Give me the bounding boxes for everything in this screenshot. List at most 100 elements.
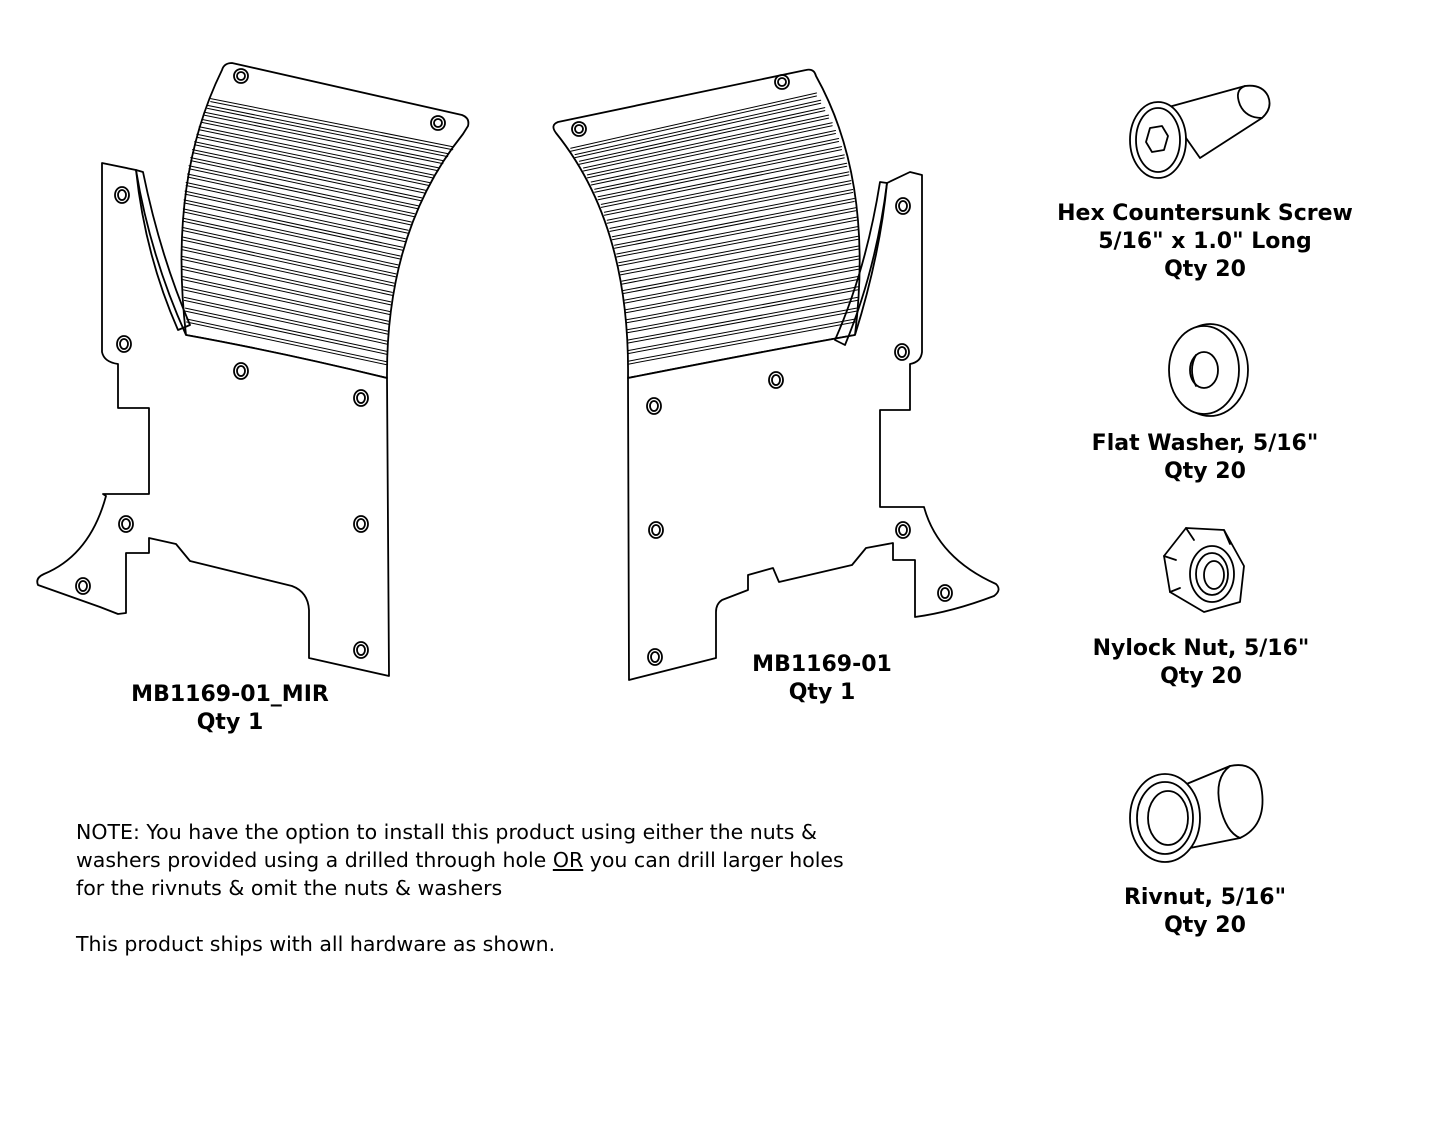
right-plate-body bbox=[628, 172, 999, 680]
guard-rib-line bbox=[188, 177, 412, 225]
guard-rib-line bbox=[610, 184, 851, 232]
right-plate-flange bbox=[835, 182, 887, 345]
guard-rib-line bbox=[587, 126, 832, 178]
guard-rib-line bbox=[623, 249, 858, 294]
guard-rib-line bbox=[622, 236, 858, 281]
guard-rib-line bbox=[604, 166, 846, 215]
guard-rib-line bbox=[601, 158, 844, 208]
guard-rib-line bbox=[601, 155, 844, 205]
guard-rib-line bbox=[182, 259, 391, 305]
guard-rib-line bbox=[211, 102, 453, 150]
guard-rib-line bbox=[185, 311, 386, 354]
guard-rib-line bbox=[612, 193, 852, 240]
rivnut-icon bbox=[1130, 765, 1263, 862]
guard-rib-line bbox=[205, 112, 443, 160]
guard-rib-line bbox=[184, 203, 403, 250]
guard-rib-line bbox=[191, 161, 418, 209]
guard-rib-line bbox=[595, 139, 839, 190]
guard-rib-line bbox=[197, 137, 430, 185]
guard-rib-line bbox=[202, 119, 438, 167]
guard-rib-line bbox=[189, 169, 415, 217]
guard-rib-line bbox=[185, 191, 405, 239]
note-line-3: for the rivnuts & omit the nuts & washer… bbox=[76, 876, 503, 900]
guard-rib-line bbox=[187, 322, 387, 365]
guard-rib-line bbox=[184, 300, 387, 344]
note-line-2-start: washers provided using a drilled through… bbox=[76, 848, 553, 872]
left-plate-ribs bbox=[182, 99, 453, 365]
guard-rib-line bbox=[619, 220, 857, 266]
guard-rib-line bbox=[607, 172, 849, 220]
right-part-label: MB1169-01 Qty 1 bbox=[712, 651, 932, 707]
guard-rib-line bbox=[604, 163, 846, 212]
washer-label: Flat Washer, 5/16" Qty 20 bbox=[1040, 430, 1370, 486]
hex-countersunk-screw-icon bbox=[1130, 86, 1270, 178]
nut-label: Nylock Nut, 5/16" Qty 20 bbox=[1036, 635, 1366, 691]
guard-rib-line bbox=[193, 150, 422, 198]
right-part-qty: Qty 1 bbox=[788, 680, 856, 705]
guard-rib-line bbox=[627, 290, 858, 333]
guard-rib-line bbox=[195, 142, 426, 190]
guard-rib-line bbox=[617, 208, 856, 254]
guard-rib-line bbox=[575, 100, 821, 154]
guard-rib-line bbox=[182, 230, 396, 277]
guard-rib-line bbox=[628, 311, 857, 354]
guard-rib-line bbox=[591, 131, 835, 183]
guard-rib-line bbox=[182, 269, 389, 314]
left-plate-body bbox=[37, 163, 389, 676]
right-part-number: MB1169-01 bbox=[752, 652, 892, 677]
screw-size: 5/16" x 1.0" Long bbox=[1098, 229, 1312, 254]
nylock-nut-icon bbox=[1164, 528, 1244, 612]
guard-rib-line bbox=[183, 209, 400, 256]
note-or-underlined: OR bbox=[552, 848, 584, 872]
guard-rib-line bbox=[628, 322, 855, 364]
installation-note: NOTE: You have the option to install thi… bbox=[76, 818, 876, 958]
guard-rib-line bbox=[571, 96, 817, 151]
guard-rib-line bbox=[183, 277, 389, 322]
guard-rib-line bbox=[188, 174, 412, 222]
guard-rib-line bbox=[627, 287, 858, 330]
guard-rib-line bbox=[598, 150, 841, 200]
right-plate-holes bbox=[572, 75, 952, 665]
guard-rib-line bbox=[584, 115, 829, 168]
guard-rib-line bbox=[627, 279, 859, 322]
guard-rib-line bbox=[182, 266, 389, 311]
guard-rib-line bbox=[612, 190, 852, 237]
guard-rib-line bbox=[627, 276, 859, 319]
guard-rib-line bbox=[208, 105, 448, 153]
guard-rib-line bbox=[184, 200, 403, 247]
flat-washer-icon bbox=[1169, 324, 1248, 416]
note-line-2: washers provided using a drilled through… bbox=[76, 846, 876, 874]
rivnut-label: Rivnut, 5/16" Qty 20 bbox=[1040, 884, 1370, 940]
guard-rib-line bbox=[587, 123, 832, 175]
guard-rib-line bbox=[579, 111, 824, 165]
guard-rib-line bbox=[184, 287, 388, 331]
guard-rib-line bbox=[182, 227, 396, 274]
rivnut-name: Rivnut, 5/16" bbox=[1123, 885, 1287, 910]
note-line-1: NOTE: You have the option to install thi… bbox=[76, 820, 817, 844]
guard-rib-line bbox=[202, 122, 438, 170]
guard-rib-line bbox=[598, 147, 841, 197]
left-plate-guard bbox=[182, 63, 469, 378]
guard-rib-line bbox=[182, 247, 392, 293]
guard-rib-line bbox=[184, 297, 387, 341]
guard-rib-line bbox=[628, 300, 858, 343]
guard-rib-line bbox=[185, 194, 405, 242]
note-line-2-end: you can drill larger holes bbox=[583, 848, 844, 872]
guard-rib-line bbox=[182, 256, 391, 302]
guard-rib-line bbox=[183, 212, 400, 259]
guard-rib-line bbox=[183, 221, 398, 268]
guard-rib-line bbox=[617, 211, 856, 257]
left-plate-holes bbox=[76, 69, 445, 658]
guard-rib-line bbox=[195, 145, 426, 193]
guard-rib-line bbox=[628, 319, 855, 361]
guard-rib-line bbox=[185, 308, 386, 351]
guard-rib-line bbox=[579, 108, 824, 162]
guard-rib-line bbox=[199, 130, 434, 178]
guard-rib-line bbox=[615, 199, 855, 246]
left-part-qty: Qty 1 bbox=[196, 710, 264, 735]
guard-rib-line bbox=[184, 290, 388, 334]
right-plate-ribs bbox=[571, 93, 859, 364]
left-part-label: MB1169-01_MIR Qty 1 bbox=[110, 681, 350, 737]
guard-rib-line bbox=[211, 99, 453, 147]
nut-qty: Qty 20 bbox=[1160, 664, 1242, 689]
